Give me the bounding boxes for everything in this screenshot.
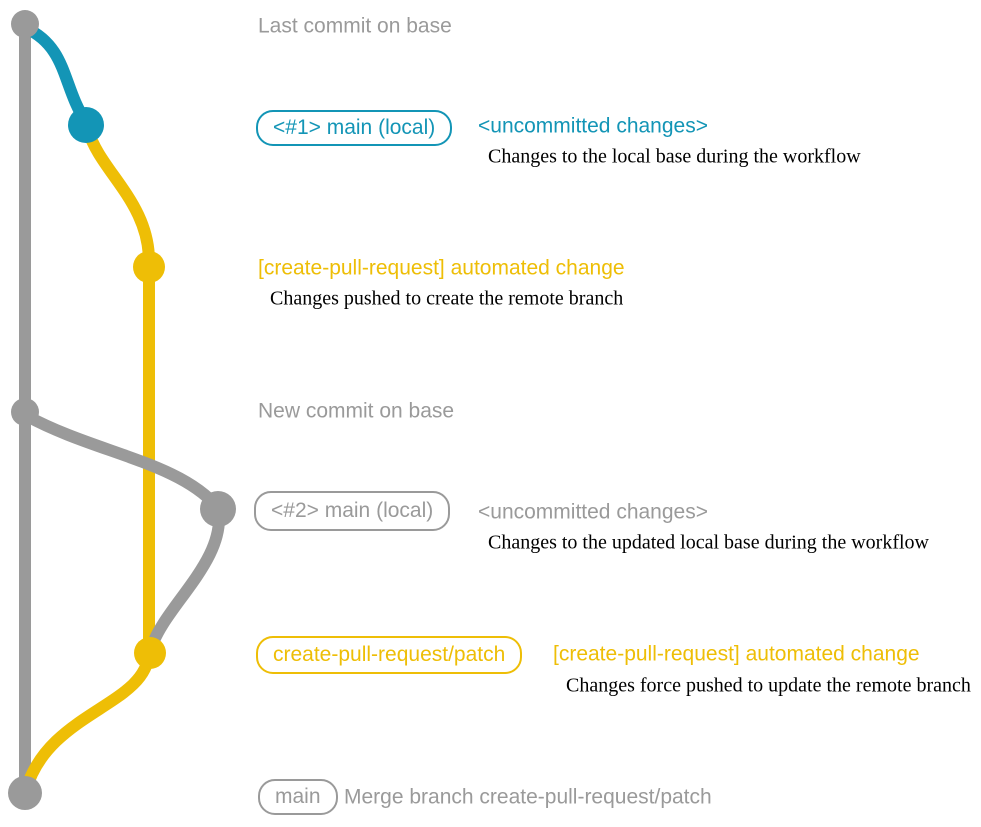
label-automated-change-1: [create-pull-request] automated change [258, 256, 625, 280]
desc-automated-change-2: Changes force pushed to update the remot… [566, 674, 971, 697]
commit-dot-automated-change-1 [133, 251, 165, 283]
local-main-branch-line [20, 22, 92, 128]
commit-dot-automated-change-2 [134, 637, 166, 669]
commit-dot-uncommitted-1 [68, 107, 104, 143]
updated-local-branch-line [21, 410, 226, 655]
branch-badge-main-local-1: <#1> main (local) [256, 110, 453, 146]
label-uncommitted-changes-2: <uncommitted changes> [478, 500, 708, 524]
desc-uncommitted-changes-1: Changes to the local base during the wor… [488, 145, 861, 168]
branch-badge-main: main [258, 779, 338, 815]
label-automated-change-2: [create-pull-request] automated change [553, 642, 920, 666]
label-merge-branch: Merge branch create-pull-request/patch [344, 785, 712, 809]
desc-uncommitted-changes-2: Changes to the updated local base during… [488, 531, 929, 554]
commit-dot-new-base [11, 398, 39, 426]
branch-badge-patch: create-pull-request/patch [256, 636, 523, 674]
desc-automated-change-1: Changes pushed to create the remote bran… [270, 287, 624, 310]
label-uncommitted-changes-1: <uncommitted changes> [478, 114, 708, 138]
label-new-commit-on-base: New commit on base [258, 399, 455, 423]
commit-dot-last-base [11, 10, 39, 38]
branch-badge-main-local-2: <#2> main (local) [254, 491, 451, 531]
commit-dot-uncommitted-2 [200, 491, 236, 527]
commit-dot-merge [8, 776, 42, 810]
label-last-commit-on-base: Last commit on base [258, 14, 452, 38]
